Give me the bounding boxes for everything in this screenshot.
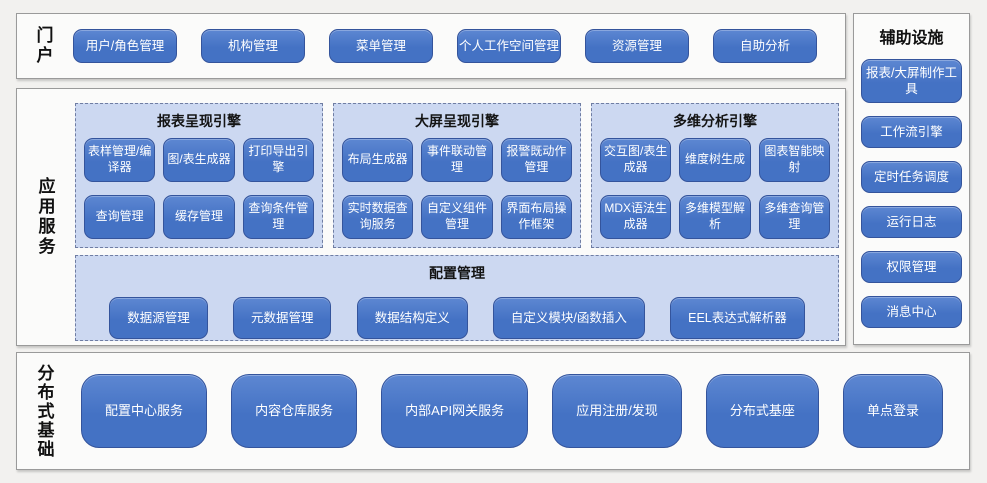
node-layout-generator: 布局生成器 bbox=[342, 138, 414, 182]
node-query-mgmt: 查询管理 bbox=[84, 195, 156, 239]
node-ui-layout-framework: 界面布局操作框架 bbox=[500, 195, 572, 239]
bigscreen-render-engine-panel: 大屏呈现引擎 布局生成器 事件联动管理 报警既动作管理 实时数据查询服务 自定义… bbox=[333, 103, 581, 248]
node-custom-component-mgmt: 自定义组件管理 bbox=[421, 195, 493, 239]
portal-section-label: 门户 bbox=[33, 26, 53, 66]
engine-panels-row: 报表呈现引擎 表样管理/编译器 图/表生成器 打印导出引擎 查询管理 缓存管理 … bbox=[75, 103, 839, 248]
portal-button-row: 用户/角色管理 机构管理 菜单管理 个人工作空间管理 资源管理 自助分析 bbox=[69, 29, 845, 63]
node-print-export-engine: 打印导出引擎 bbox=[242, 138, 314, 182]
node-chart-smart-mapping: 图表智能映射 bbox=[758, 138, 830, 182]
node-report-bigscreen-tool: 报表/大屏制作工具 bbox=[861, 59, 962, 103]
node-self-service-analysis: 自助分析 bbox=[713, 29, 817, 63]
node-run-log: 运行日志 bbox=[861, 206, 962, 238]
auxiliary-section-title: 辅助设施 bbox=[879, 30, 944, 47]
node-data-structure-definition: 数据结构定义 bbox=[356, 297, 468, 339]
node-org-mgmt: 机构管理 bbox=[201, 29, 305, 63]
auxiliary-section: 辅助设施 报表/大屏制作工具 工作流引擎 定时任务调度 运行日志 权限管理 消息… bbox=[853, 13, 970, 345]
node-message-center: 消息中心 bbox=[861, 296, 962, 328]
olap-engine-title: 多维分析引擎 bbox=[673, 113, 757, 129]
node-datasource-mgmt: 数据源管理 bbox=[109, 297, 208, 339]
olap-engine-panel: 多维分析引擎 交互图/表生成器 维度树生成 图表智能映射 MDX语法生成器 多维… bbox=[591, 103, 839, 248]
report-render-engine-panel: 报表呈现引擎 表样管理/编译器 图/表生成器 打印导出引擎 查询管理 缓存管理 … bbox=[75, 103, 323, 248]
node-realtime-data-query: 实时数据查询服务 bbox=[342, 195, 414, 239]
node-query-condition-mgmt: 查询条件管理 bbox=[242, 195, 314, 239]
config-mgmt-title: 配置管理 bbox=[429, 265, 485, 281]
node-multidim-model-parsing: 多维模型解析 bbox=[679, 195, 751, 239]
node-interactive-chart-generator: 交互图/表生成器 bbox=[600, 138, 672, 182]
node-cache-mgmt: 缓存管理 bbox=[163, 195, 235, 239]
node-alarm-action-mgmt: 报警既动作管理 bbox=[500, 138, 572, 182]
node-distributed-base: 分布式基座 bbox=[705, 374, 819, 448]
node-eel-expression-parser: EEL表达式解析器 bbox=[670, 297, 805, 339]
app-services-content: 报表呈现引擎 表样管理/编译器 图/表生成器 打印导出引擎 查询管理 缓存管理 … bbox=[73, 89, 845, 345]
node-app-register-discovery: 应用注册/发现 bbox=[552, 374, 682, 448]
app-services-section: 应用服务 报表呈现引擎 表样管理/编译器 图/表生成器 打印导出引擎 查询管理 … bbox=[16, 88, 846, 346]
node-workflow-engine: 工作流引擎 bbox=[861, 116, 962, 148]
node-internal-api-gateway: 内部API网关服务 bbox=[381, 374, 529, 448]
node-user-role-mgmt: 用户/角色管理 bbox=[73, 29, 177, 63]
node-metadata-mgmt: 元数据管理 bbox=[232, 297, 332, 339]
node-menu-mgmt: 菜单管理 bbox=[329, 29, 433, 63]
distributed-foundation-label: 分布式基础 bbox=[34, 363, 54, 459]
node-sheet-mgmt-compiler: 表样管理/编译器 bbox=[84, 138, 156, 182]
node-custom-module-function-insert: 自定义模块/函数插入 bbox=[492, 297, 645, 339]
node-content-repo-service: 内容仓库服务 bbox=[231, 374, 358, 448]
app-services-section-label: 应用服务 bbox=[35, 177, 55, 257]
node-personal-workspace-mgmt: 个人工作空间管理 bbox=[457, 29, 561, 63]
distributed-foundation-section: 分布式基础 配置中心服务 内容仓库服务 内部API网关服务 应用注册/发现 分布… bbox=[16, 352, 970, 470]
report-render-engine-title: 报表呈现引擎 bbox=[157, 113, 241, 129]
config-mgmt-panel: 配置管理 数据源管理 元数据管理 数据结构定义 自定义模块/函数插入 EEL表达… bbox=[75, 255, 839, 341]
node-multidim-query-mgmt: 多维查询管理 bbox=[758, 195, 830, 239]
node-resource-mgmt: 资源管理 bbox=[585, 29, 689, 63]
node-event-linkage-mgmt: 事件联动管理 bbox=[421, 138, 493, 182]
node-permission-mgmt: 权限管理 bbox=[861, 251, 962, 283]
node-scheduled-task: 定时任务调度 bbox=[861, 161, 962, 193]
node-config-center-service: 配置中心服务 bbox=[81, 374, 208, 448]
bigscreen-render-engine-title: 大屏呈现引擎 bbox=[415, 113, 499, 129]
node-dimension-tree-generation: 维度树生成 bbox=[679, 138, 751, 182]
node-single-sign-on: 单点登录 bbox=[842, 374, 943, 448]
portal-section: 门户 用户/角色管理 机构管理 菜单管理 个人工作空间管理 资源管理 自助分析 bbox=[16, 13, 846, 79]
node-mdx-syntax-generator: MDX语法生成器 bbox=[600, 195, 672, 239]
node-chart-table-generator: 图/表生成器 bbox=[163, 138, 235, 182]
